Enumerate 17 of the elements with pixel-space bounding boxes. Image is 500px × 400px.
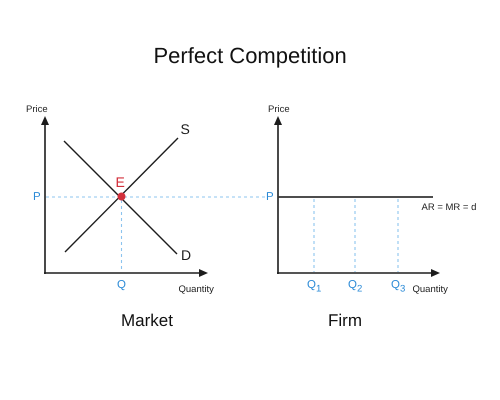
panel-title: Market — [121, 311, 173, 331]
tick-label: P — [33, 190, 41, 204]
axis-label: Price — [268, 104, 290, 116]
axis-label: Price — [26, 104, 48, 116]
chart-title: Perfect Competition — [154, 42, 347, 68]
tick-label: Q$_{1}$ — [307, 278, 322, 294]
point-label: E — [116, 174, 125, 190]
curve-label: D — [181, 247, 192, 264]
tick-label: P — [266, 190, 274, 204]
axis-label: Quantity — [178, 284, 214, 296]
tick-label: Q — [117, 278, 126, 292]
tick-label: Q$_{3}$ — [391, 278, 406, 294]
axis-label: Quantity — [412, 284, 448, 296]
panel-title: Firm — [328, 311, 362, 331]
tick-label: Q$_{2}$ — [348, 278, 362, 294]
curve-label: S — [180, 121, 190, 138]
line-label: AR = MR = d — [422, 202, 476, 214]
